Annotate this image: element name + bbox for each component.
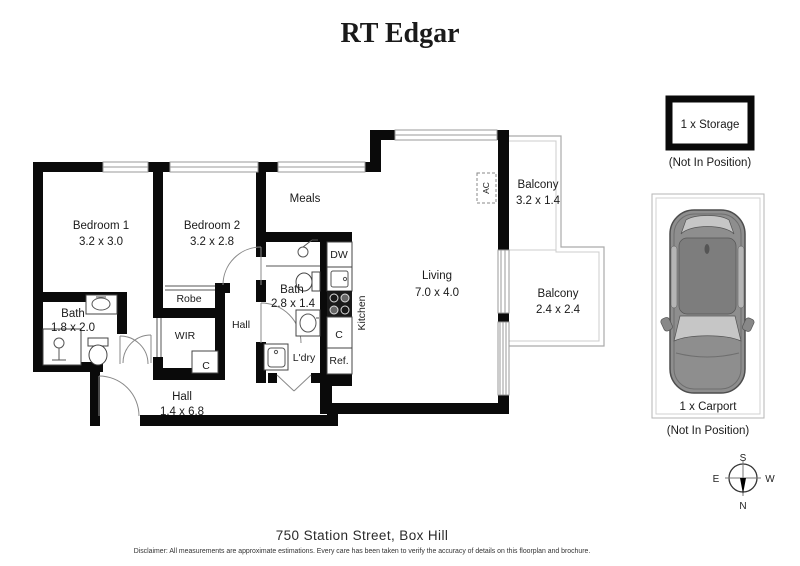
compass-e: E — [713, 474, 720, 485]
room-label-bedroom1: Bedroom 1 — [73, 220, 129, 232]
compass-w: W — [765, 474, 775, 485]
compass-n: N — [739, 501, 746, 512]
room-label-kitchen: Kitchen — [356, 295, 368, 330]
bedroom1-door — [122, 334, 152, 364]
doors — [98, 246, 312, 417]
label-dishwasher: DW — [330, 249, 348, 261]
window-meals — [277, 161, 366, 173]
car-side-window-right — [737, 245, 745, 309]
laundry-bifold-doors — [276, 374, 312, 392]
floorplan: AC Bedroom 1 3.2 x 3.0 Bedroom 2 3.2 x 2… — [33, 129, 605, 426]
window-bedroom2 — [169, 161, 259, 173]
bath1-fixtures — [42, 294, 118, 366]
address: 750 Station Street, Box Hill — [276, 528, 449, 543]
sliding-doors — [497, 249, 510, 396]
compass-icon: S N E W — [713, 453, 776, 512]
kitchen-cupboard-box — [326, 316, 353, 349]
car-mirror-left — [660, 317, 673, 332]
ac-label: AC — [481, 182, 491, 194]
room-label-hall-corridor: Hall — [232, 319, 250, 331]
car-hood-line — [675, 352, 740, 358]
room-dims-living: 7.0 x 4.0 — [415, 287, 459, 299]
room-label-bath1: Bath — [61, 308, 85, 320]
room-label-balcony1: Balcony — [518, 179, 559, 191]
sink-icon — [85, 294, 118, 315]
dishwasher-box — [326, 241, 353, 268]
room-dims-balcony1: 3.2 x 1.4 — [516, 195, 561, 207]
wardrobe-lines — [156, 285, 219, 374]
compass-needle — [740, 478, 746, 494]
entry-door — [98, 375, 140, 417]
room-label-wir: WIR — [175, 330, 196, 342]
compass-s: S — [740, 453, 747, 464]
balcony-outline — [509, 135, 605, 347]
room-label-laundry: L'dry — [293, 352, 316, 364]
car-top-view-icon — [660, 209, 755, 394]
toilet-icon — [295, 271, 321, 292]
car-roof — [678, 237, 737, 315]
room-label-meals: Meals — [290, 193, 321, 205]
room-label-bedroom2: Bedroom 2 — [184, 220, 240, 232]
carport-label: 1 x Carport — [680, 401, 738, 413]
kitchen-fixtures — [326, 241, 353, 375]
room-label-robe: Robe — [176, 293, 201, 305]
rt-edgar-logo: RT Edgar — [340, 18, 459, 49]
room-labels: Bedroom 1 3.2 x 3.0 Bedroom 2 3.2 x 2.8 … — [51, 179, 581, 418]
room-label-living: Living — [422, 270, 452, 282]
cooktop-icon — [327, 291, 352, 317]
car-side-window-left — [670, 245, 678, 309]
room-label-balcony2: Balcony — [538, 288, 579, 300]
vanity-icon — [295, 309, 321, 337]
fridge-box — [326, 347, 353, 375]
storage-label: 1 x Storage — [681, 119, 740, 131]
car-mirror-right — [742, 317, 755, 332]
label-cupboard-hall: C — [202, 360, 210, 372]
label-cupboard-kitchen: C — [335, 329, 343, 341]
room-dims-balcony2: 2.4 x 2.4 — [536, 304, 581, 316]
room-dims-hall-main: 1.4 x 6.8 — [160, 406, 204, 418]
label-fridge: Ref. — [329, 355, 348, 367]
windows — [102, 129, 498, 173]
shower-icon — [297, 239, 318, 258]
hall-closet-box — [191, 350, 219, 374]
laundry-sink-icon — [263, 343, 289, 371]
car-antenna — [704, 244, 710, 254]
room-label-bath2: Bath — [280, 284, 304, 296]
room-dims-bedroom2: 3.2 x 2.8 — [190, 236, 234, 248]
car-rear-window — [680, 215, 735, 235]
window-bedroom1 — [102, 161, 149, 173]
room-dims-bath1: 1.8 x 2.0 — [51, 322, 95, 334]
toilet-icon — [87, 337, 109, 366]
car-windshield — [673, 315, 742, 342]
window-living — [394, 129, 498, 141]
storage-box: 1 x Storage (Not In Position) — [665, 95, 755, 169]
shower-icon — [42, 328, 82, 366]
storage-note: (Not In Position) — [669, 157, 752, 169]
ac-unit: AC — [476, 172, 497, 204]
bath1-door — [119, 335, 149, 365]
bath2-fixtures — [263, 239, 321, 371]
disclaimer: Disclaimer: All measurements are approxi… — [134, 548, 591, 555]
bedroom2-door — [222, 246, 262, 286]
room-label-hall-main: Hall — [172, 391, 192, 403]
carport-note: (Not In Position) — [667, 425, 750, 437]
kitchen-sink-icon — [326, 266, 353, 292]
carport-area: 1 x Carport (Not In Position) — [651, 193, 765, 437]
room-dims-bedroom1: 3.2 x 3.0 — [79, 236, 123, 248]
room-dims-bath2: 2.8 x 1.4 — [271, 298, 316, 310]
